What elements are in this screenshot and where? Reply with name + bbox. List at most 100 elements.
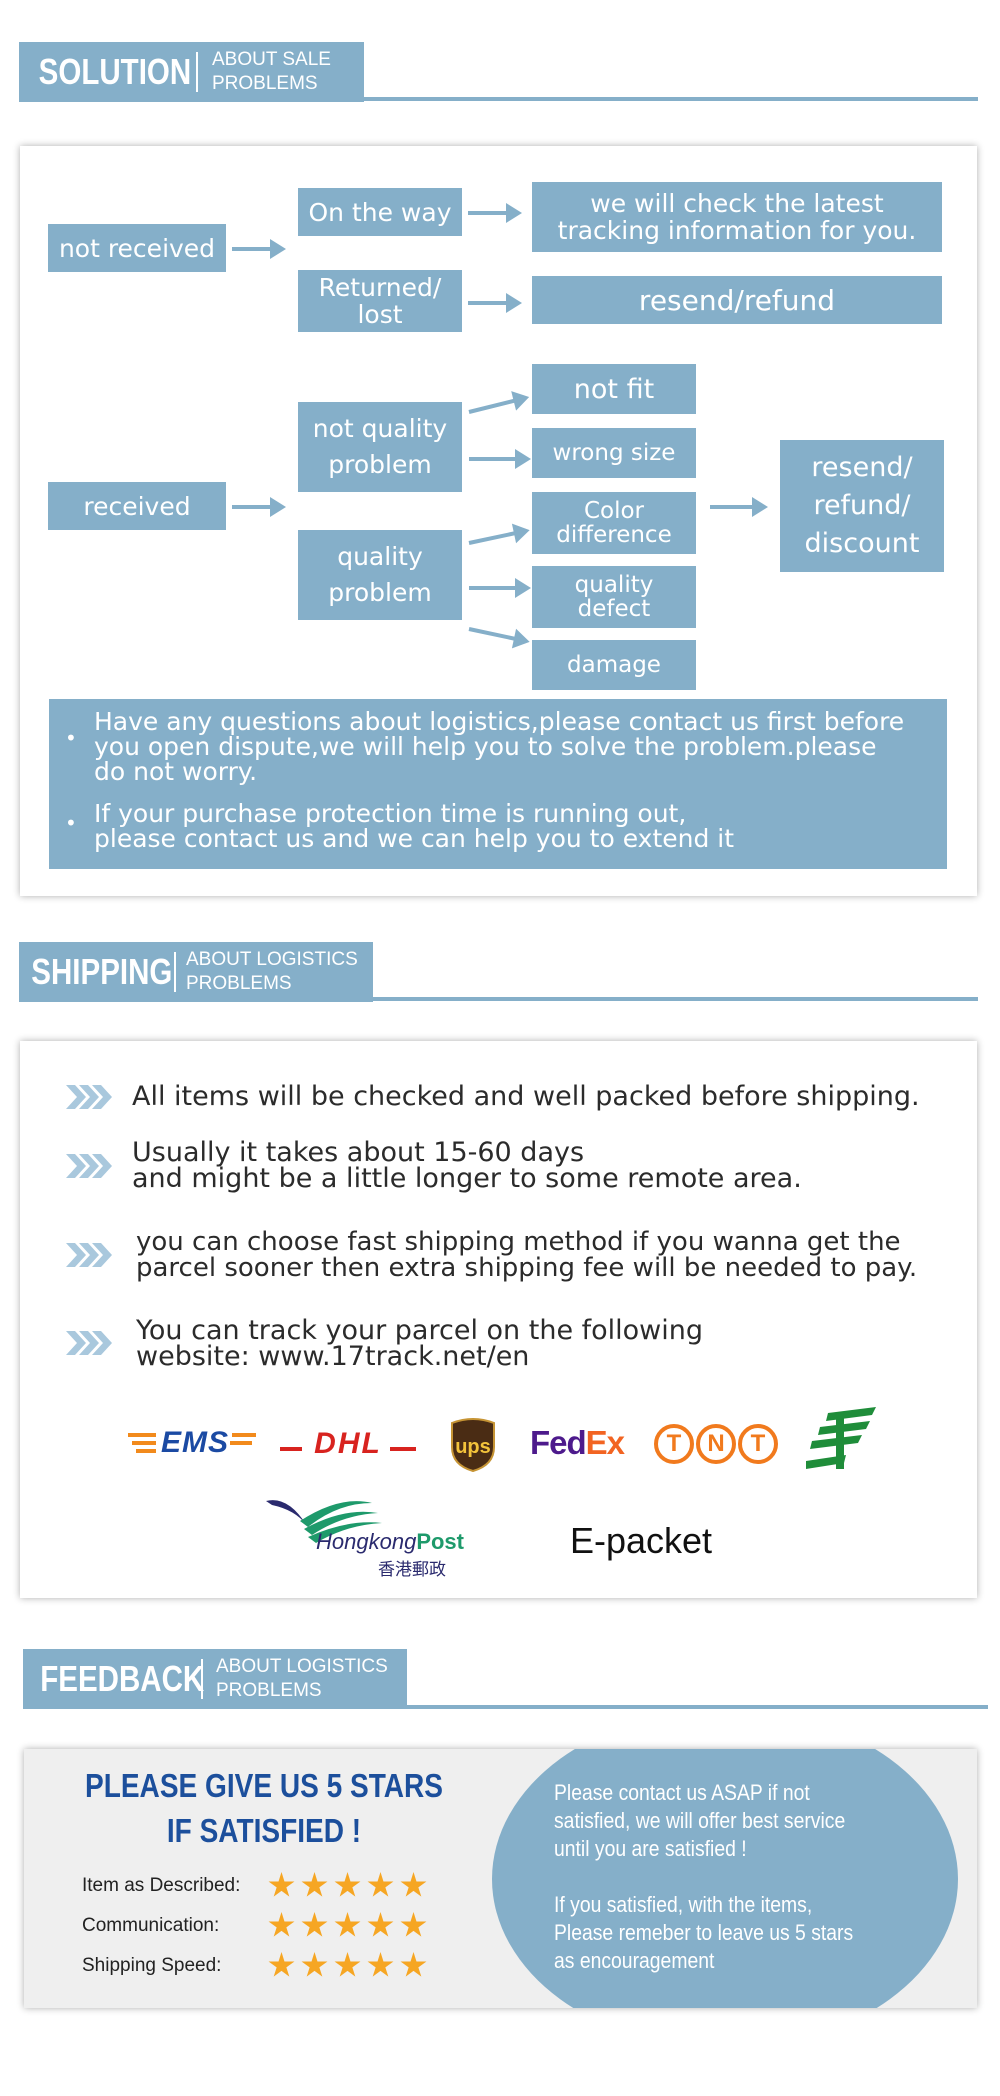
- tnt-circles: T N T: [654, 1424, 778, 1464]
- feedback-msg-1-line-2: satisfied, we will offer best service: [554, 1808, 846, 1833]
- quality-defect-label: quality defect: [575, 573, 654, 621]
- wrong-size-label: wrong size: [552, 440, 676, 466]
- arrow-icon: [468, 203, 522, 223]
- received-box: received: [48, 482, 226, 530]
- feedback-header: FEEDBACK ABOUT LOGISTICS PROBLEMS: [23, 1649, 407, 1709]
- star-icon: [268, 1872, 295, 1897]
- feedback-title: FEEDBACK: [40, 1658, 205, 1699]
- epacket-text: E-packet: [569, 1520, 713, 1561]
- feedback-msg-2-line-1: If you satisfied, with the items,: [554, 1892, 813, 1917]
- china-post-logo: [806, 1407, 878, 1475]
- shipping-header: SHIPPING ABOUT LOGISTICS PROBLEMS: [19, 942, 373, 1002]
- five-stars-title-line-1: PLEASE GIVE US 5 STARS: [85, 1767, 443, 1804]
- star-icon: [367, 1872, 394, 1897]
- feedback-message: Please contact us ASAP if not satisfied,…: [554, 1779, 853, 1975]
- star-icon: [301, 1912, 328, 1937]
- star-icon: [268, 1912, 295, 1937]
- chevrons-icon: [66, 1083, 112, 1111]
- ups-text: ups: [455, 1435, 491, 1458]
- hongkong-post-chinese: 香港郵政: [378, 1560, 446, 1579]
- star-icon: [334, 1872, 361, 1897]
- feedback-panel: PLEASE GIVE US 5 STARS IF SATISFIED ! It…: [24, 1749, 977, 2008]
- result-line-1: resend/: [811, 452, 913, 483]
- solution-header-rule: [19, 97, 978, 101]
- returned-line-2: lost: [357, 300, 403, 329]
- star-icon: [334, 1912, 361, 1937]
- arrow-icon: [232, 497, 286, 517]
- resend-refund-discount-box: resend/ refund/ discount: [780, 440, 944, 572]
- hongkong-post-logo: HongkongPost 香港郵政: [260, 1491, 480, 1581]
- shipping-subtitle: ABOUT LOGISTICS PROBLEMS: [186, 948, 358, 996]
- tnt-logo: T N T: [654, 1421, 778, 1467]
- fedex-text: FedEx: [529, 1424, 625, 1462]
- on-the-way-label: On the way: [308, 197, 452, 227]
- shipping-info-3: you can choose fast shipping method if y…: [136, 1229, 917, 1281]
- shipping-info-2-line-2: and might be a little longer to some rem…: [132, 1163, 802, 1194]
- feedback-msg-2-line-3: as encouragement: [554, 1948, 715, 1973]
- shipping-info-2: Usually it takes about 15-60 days and mi…: [132, 1139, 802, 1194]
- feedback-subtitle: ABOUT LOGISTICS PROBLEMS: [216, 1655, 388, 1703]
- dhl-text: DHL: [314, 1427, 382, 1460]
- arrow-icon: [232, 239, 286, 259]
- damage-label: damage: [567, 652, 661, 678]
- ups-logo: ups: [448, 1417, 498, 1473]
- fedex-fed: Fed: [529, 1424, 587, 1461]
- shipping-info-4-line-2: website: www.17track.net/en: [136, 1341, 530, 1372]
- check-latest-box: we will check the latest tracking inform…: [532, 182, 942, 252]
- shipping-title: SHIPPING: [31, 951, 173, 992]
- rating-label-item: Item as Described:: [82, 1875, 241, 1896]
- bullet-icon: •: [65, 726, 77, 750]
- header-divider: [201, 1659, 203, 1699]
- hongkong-post-text: HongkongPost: [316, 1529, 464, 1555]
- solution-title: SOLUTION: [38, 51, 192, 92]
- resend-refund-box: resend/refund: [532, 276, 942, 324]
- returned-line-1: Returned/: [318, 273, 442, 302]
- chevrons-icon: [66, 1329, 112, 1357]
- note-1-line-3: do not worry.: [94, 757, 258, 786]
- color-diff-line-1: Color: [583, 498, 645, 524]
- star-icon: [268, 1952, 295, 1977]
- shipping-info-4: You can track your parcel on the followi…: [136, 1317, 703, 1372]
- color-diff-line-2: difference: [556, 522, 672, 548]
- shipping-info-3-line-2: parcel sooner then extra shipping fee wi…: [136, 1253, 918, 1283]
- star-icon: [400, 1952, 427, 1977]
- tnt-letter: T: [654, 1424, 694, 1464]
- tnt-letter: N: [696, 1424, 736, 1464]
- result-label: resend/ refund/ discount: [805, 449, 920, 563]
- arrow-icon: [710, 497, 768, 517]
- if-satisfied-title: IF SATISFIED !: [60, 1812, 468, 1850]
- dhl-logo: DHL: [278, 1425, 418, 1463]
- quality-problem-box: quality problem: [298, 530, 462, 620]
- quality-defect-line-2: defect: [577, 596, 651, 622]
- note-1-line-2: you open dispute,we will help you to sol…: [94, 732, 877, 761]
- header-divider: [174, 952, 176, 992]
- subtitle-line-1: ABOUT LOGISTICS: [186, 949, 358, 970]
- received-label: received: [83, 491, 191, 521]
- hongkong-post-wing-icon: [266, 1500, 382, 1543]
- star-icon: [400, 1912, 427, 1937]
- damage-box: damage: [532, 640, 696, 690]
- five-stars-title: PLEASE GIVE US 5 STARS: [60, 1767, 468, 1805]
- color-difference-box: Color difference: [532, 492, 696, 554]
- tnt-letter: T: [738, 1424, 778, 1464]
- rating-label-communication: Communication:: [82, 1915, 220, 1936]
- shipping-info-1: All items will be checked and well packe…: [132, 1081, 920, 1112]
- not-fit-box: not fit: [532, 364, 696, 414]
- rating-stars-communication: [268, 1912, 427, 1939]
- star-icon: [367, 1952, 394, 1977]
- not-quality-line-2: problem: [328, 450, 432, 479]
- check-latest-line-2: tracking information for you.: [557, 216, 917, 245]
- resend-refund-label: resend/refund: [638, 283, 836, 317]
- arrow-icon: [468, 293, 522, 313]
- shipping-info-1-text: All items will be checked and well packe…: [132, 1081, 920, 1112]
- header-divider: [196, 52, 198, 92]
- chevrons-icon: [66, 1152, 112, 1180]
- result-line-3: discount: [804, 528, 920, 559]
- fedex-logo: FedEx: [522, 1421, 632, 1465]
- not-received-label: not received: [58, 233, 216, 263]
- star-icon: [301, 1872, 328, 1897]
- subtitle-line-1: ABOUT SALE: [212, 49, 331, 70]
- star-icon: [301, 1952, 328, 1977]
- arrow-icon: [469, 449, 531, 469]
- quality-problem-label: quality problem: [328, 539, 431, 611]
